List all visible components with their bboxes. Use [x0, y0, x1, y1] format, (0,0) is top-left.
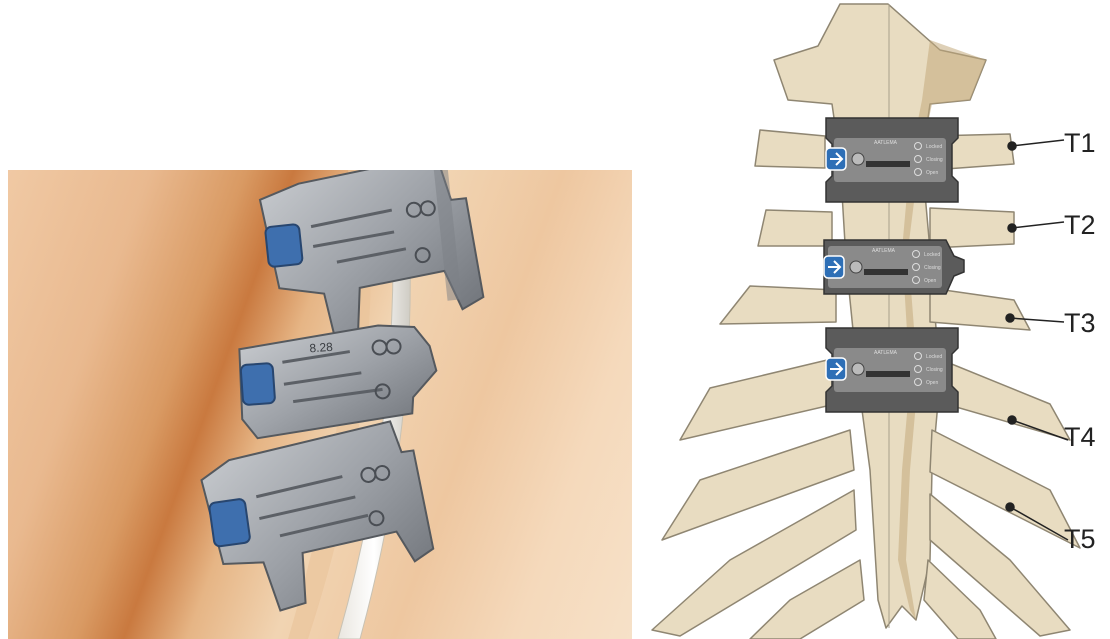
label-t1: T1 [1064, 128, 1096, 158]
leader-line-t1 [1012, 140, 1064, 146]
leader-dot-t1 [1008, 142, 1016, 150]
rib-t1-left [755, 130, 825, 168]
diagram-clamp-t2: AATLEMA Locked Closing Open [824, 240, 964, 294]
rib-t3-left [720, 286, 836, 324]
label-t4: T4 [1064, 422, 1096, 452]
label-t2: T2 [1064, 210, 1096, 240]
leader-line-t2 [1012, 222, 1064, 228]
clamp-photo: 8.28 [8, 170, 632, 639]
clamp-legend-closing: Closing [926, 157, 943, 163]
clamp-legend-closing: Closing [926, 367, 943, 373]
leader-dot-t2 [1008, 224, 1016, 232]
rib-t2-left [758, 210, 832, 246]
clamp-middle: 8.28 [236, 322, 440, 439]
clamp-middle-engraving: 8.28 [309, 340, 334, 356]
clamp-brand-text: AATLEMA [872, 248, 896, 254]
clamp-brand-text: AATLEMA [874, 140, 898, 146]
clamp-legend-open: Open [924, 278, 936, 284]
leader-dot-t3 [1006, 314, 1014, 322]
diagram-clamp-t1: AATLEMA Locked Closing Open [826, 118, 958, 202]
clamp-photo-art: 8.28 [8, 170, 632, 639]
diagram-clamp-t3: AATLEMA Locked Closing Open [826, 328, 958, 412]
clamp-top [257, 170, 486, 343]
clamp-legend-locked: Locked [926, 354, 942, 360]
leader-dot-t5 [1006, 503, 1014, 511]
spine-diagram-art: AATLEMA Locked Closing Open AATLEMA Lock… [640, 0, 1110, 639]
clamp-legend-closing: Closing [924, 265, 941, 271]
label-t3: T3 [1064, 308, 1096, 338]
leader-dot-t4 [1008, 416, 1016, 424]
clamp-legend-open: Open [926, 380, 938, 386]
clamp-legend-open: Open [926, 170, 938, 176]
label-t5: T5 [1064, 524, 1096, 554]
clamp-legend-locked: Locked [926, 144, 942, 150]
clamp-brand-text: AATLEMA [874, 350, 898, 356]
rib-t4-left [680, 356, 844, 440]
spine-diagram: AATLEMA Locked Closing Open AATLEMA Lock… [640, 0, 1110, 639]
clamp-legend-locked: Locked [924, 252, 940, 258]
